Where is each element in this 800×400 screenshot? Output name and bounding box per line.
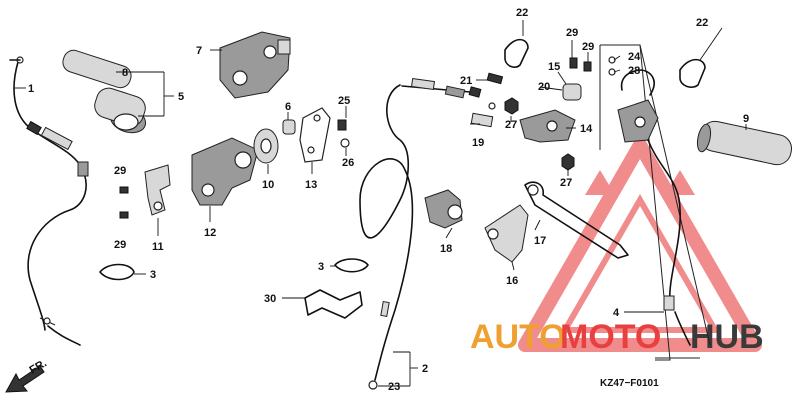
callout-15: 15	[548, 61, 560, 73]
clutch-cable-part	[359, 77, 496, 390]
callout-30: 30	[264, 293, 276, 305]
watermark-logo	[518, 138, 762, 352]
clutch-switch-part	[424, 189, 463, 229]
callout-3-center: 3	[318, 261, 324, 273]
callout-11: 11	[152, 241, 164, 253]
cable-band-part-center	[504, 38, 529, 68]
throttle-grip-part	[62, 49, 147, 134]
lever-bracket-part	[484, 204, 529, 263]
switch-housing-part	[219, 31, 291, 99]
callout-6: 6	[285, 101, 291, 113]
callout-24: 24	[628, 51, 641, 63]
adjuster-part	[470, 112, 494, 128]
callout-2: 2	[422, 363, 428, 375]
right-grip-part	[696, 120, 793, 166]
watermark-text-auto: AUTO	[470, 318, 566, 356]
callout-3-left: 3	[150, 269, 156, 281]
housing-cap-part	[144, 164, 171, 216]
callout-23: 23	[388, 381, 400, 393]
clutch-lever-part	[524, 181, 629, 259]
nut-part-upper	[504, 97, 519, 115]
diagram-code: KZ47−F0101	[600, 378, 659, 389]
switch-assembly-frame	[599, 44, 711, 361]
callout-17: 17	[534, 235, 546, 247]
callout-5: 5	[178, 91, 184, 103]
callout-21: 21	[460, 75, 472, 87]
callout-25: 25	[338, 95, 350, 107]
callout-1: 1	[28, 83, 34, 95]
bolt-parts-left	[119, 186, 129, 219]
lever-switch-part	[562, 83, 582, 101]
cable-band-part-right	[679, 58, 706, 88]
callout-26: 26	[342, 157, 354, 169]
callout-7: 7	[196, 45, 202, 57]
callout-12: 12	[204, 227, 216, 239]
switch-assembly-part	[617, 69, 691, 346]
pulley-part	[253, 128, 279, 164]
cable-clip-left-part	[99, 263, 135, 281]
callout-18: 18	[440, 243, 452, 255]
cable-cover-part	[299, 107, 331, 163]
front-direction-label: FR.	[28, 357, 49, 376]
callout-13: 13	[305, 179, 317, 191]
callout-14: 14	[580, 123, 593, 135]
callout-29-left-upper: 29	[114, 165, 126, 177]
spacer-part	[282, 119, 296, 135]
cable-clip-center-part	[334, 258, 369, 273]
callout-27-upper: 27	[505, 119, 517, 131]
callout-19: 19	[472, 137, 484, 149]
throttle-housing-part	[191, 137, 259, 206]
washer-parts-right	[608, 56, 616, 76]
callout-4: 4	[613, 307, 620, 319]
throttle-cable-part	[9, 56, 89, 346]
callout-20: 20	[538, 81, 550, 93]
nut-part-lower	[561, 153, 575, 171]
bolt-parts-center	[569, 57, 592, 72]
lever-holder-part	[519, 109, 576, 143]
watermark-text-hub: HUB	[690, 318, 764, 356]
pivot-bolt-part	[486, 72, 504, 85]
screw-part	[337, 119, 350, 148]
callout-29-center-a: 29	[566, 27, 578, 39]
callout-10: 10	[262, 179, 274, 191]
callout-28: 28	[628, 65, 640, 77]
callout-16: 16	[506, 275, 518, 287]
callout-29-left-lower: 29	[114, 239, 126, 251]
front-direction-arrow-icon	[5, 365, 45, 393]
callout-22-right: 22	[696, 17, 708, 29]
callout-8: 8	[122, 67, 128, 79]
callout-leaders	[14, 20, 747, 387]
callout-29-center-b: 29	[582, 41, 594, 53]
cable-clamp-part	[304, 289, 363, 319]
callout-9: 9	[743, 113, 749, 125]
callout-27-lower: 27	[560, 177, 572, 189]
watermark-text-moto: MOTO	[560, 318, 661, 356]
callout-22-center: 22	[516, 7, 528, 19]
